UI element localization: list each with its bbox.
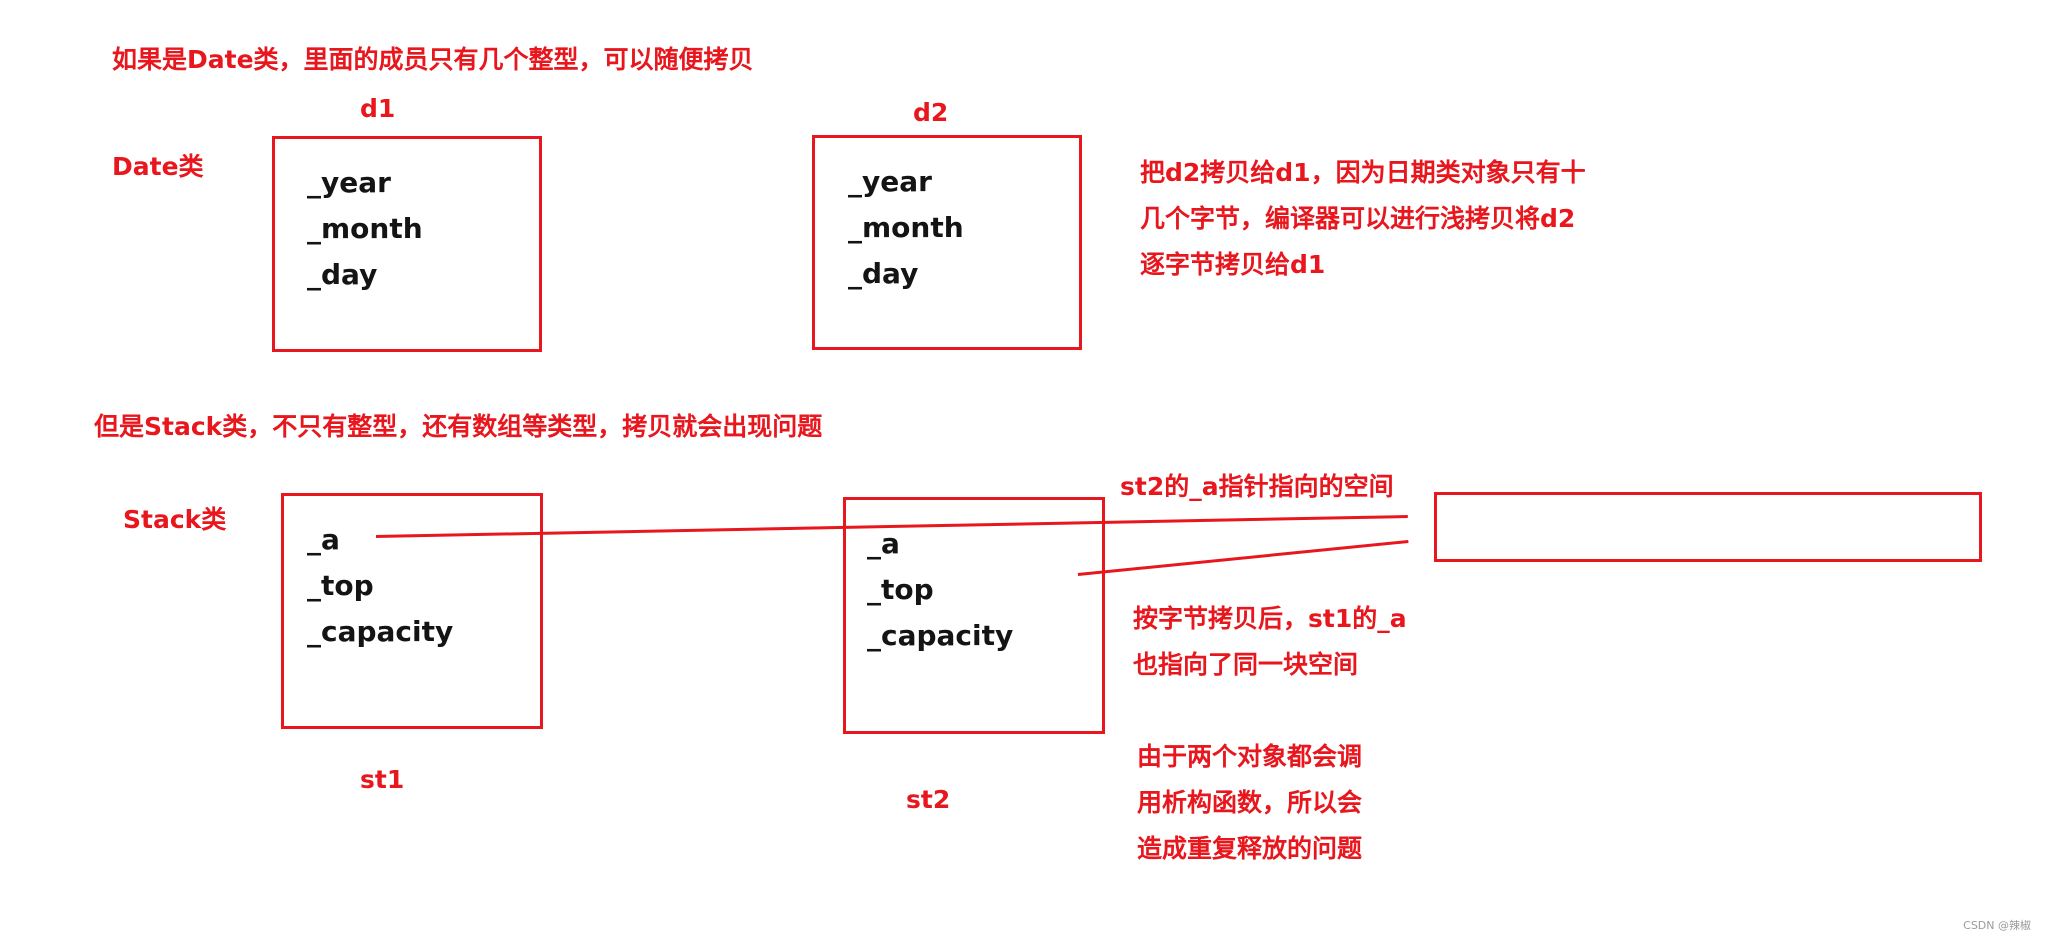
d2-member-day: _day [848, 257, 919, 290]
shallow-copy-note-line-1: 把d2拷贝给d1，因为日期类对象只有十 [1140, 158, 1586, 187]
double-free-note-line-3: 造成重复释放的问题 [1137, 834, 1363, 863]
date-class-label: Date类 [112, 152, 204, 181]
double-free-note-line-2: 用析构函数，所以会 [1137, 788, 1363, 817]
d2-label: d2 [913, 98, 949, 127]
same-space-note: 按字节拷贝后，st1的_a 也指向了同一块空间 [1133, 596, 1407, 688]
d2-member-month: _month [848, 211, 964, 244]
st2-label: st2 [906, 785, 951, 814]
heap-space-box [1434, 492, 1982, 562]
st1-member-top: _top [307, 569, 374, 602]
shallow-copy-note: 把d2拷贝给d1，因为日期类对象只有十 几个字节，编译器可以进行浅拷贝将d2 逐… [1140, 150, 1586, 288]
same-space-note-line-1: 按字节拷贝后，st1的_a [1133, 604, 1407, 633]
st1-label: st1 [360, 765, 405, 794]
st2-member-capacity: _capacity [867, 619, 1014, 652]
d2-member-year: _year [848, 165, 932, 198]
stack-class-label: Stack类 [123, 505, 227, 534]
double-free-note: 由于两个对象都会调 用析构函数，所以会 造成重复释放的问题 [1137, 734, 1362, 872]
d1-member-year: _year [307, 166, 391, 199]
d2-object-box: _year _month _day [812, 135, 1082, 350]
shared-space-label: st2的_a指针指向的空间 [1120, 472, 1394, 501]
st1-object-box: _a _top _capacity [281, 493, 543, 729]
st1-member-a: _a [307, 523, 340, 556]
shallow-copy-note-line-3: 逐字节拷贝给d1 [1140, 250, 1326, 279]
d1-object-box: _year _month _day [272, 136, 542, 352]
same-space-note-line-2: 也指向了同一块空间 [1133, 650, 1359, 679]
d1-member-day: _day [307, 258, 378, 291]
st2-member-a: _a [867, 527, 900, 560]
st1-member-capacity: _capacity [307, 615, 454, 648]
double-free-note-line-1: 由于两个对象都会调 [1137, 742, 1363, 771]
st2-pointer-line [1077, 540, 1409, 576]
date-intro-heading: 如果是Date类，里面的成员只有几个整型，可以随便拷贝 [112, 45, 754, 74]
shallow-copy-note-line-2: 几个字节，编译器可以进行浅拷贝将d2 [1140, 204, 1576, 233]
st2-member-top: _top [867, 573, 934, 606]
st2-object-box: _a _top _capacity [843, 497, 1105, 734]
stack-intro-heading: 但是Stack类，不只有整型，还有数组等类型，拷贝就会出现问题 [94, 412, 823, 441]
d1-member-month: _month [307, 212, 423, 245]
watermark: CSDN @辣椒 [1963, 919, 2031, 932]
d1-label: d1 [360, 94, 396, 123]
